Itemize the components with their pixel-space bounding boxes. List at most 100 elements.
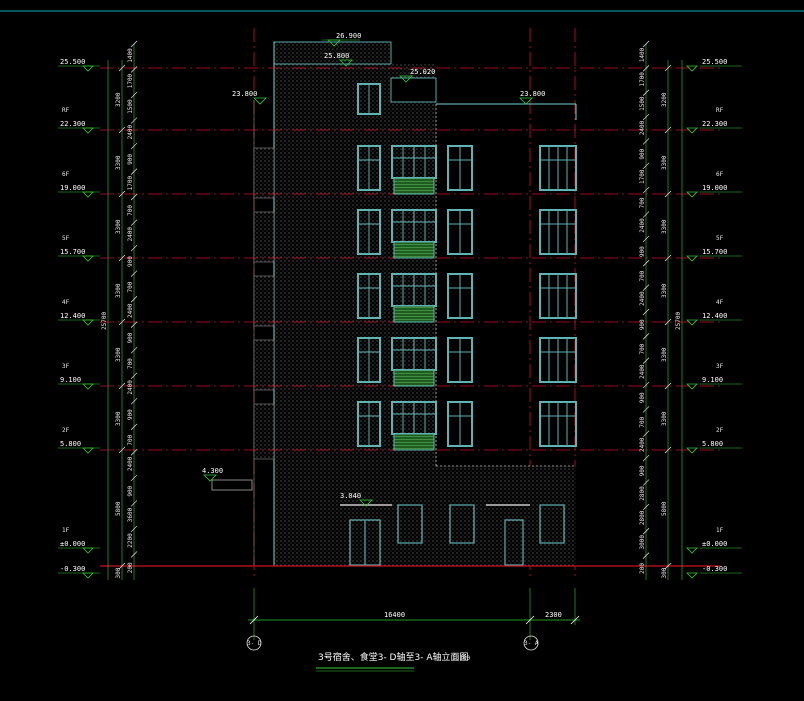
bottom-dimensions: 16400 2300 3- D 3- A — [246, 588, 580, 651]
detail-dimension: 2400 — [639, 437, 646, 452]
level-markers-left: 25.500RF22.3006F19.0005F15.7004F12.4003F… — [58, 58, 100, 579]
detail-dimension: 2400 — [127, 456, 134, 471]
floor-label: 2F — [716, 427, 724, 434]
building-body — [273, 41, 577, 566]
window-unit — [539, 273, 577, 319]
level-elevation: -0.300 — [60, 565, 85, 573]
detail-dimension: 700 — [127, 205, 134, 216]
floor-label: 4F — [716, 299, 724, 306]
story-dimension: 3300 — [661, 283, 668, 298]
dimension-chains: 3200330033003300330033005800300257001400… — [101, 40, 683, 580]
ground-floor-openings — [340, 504, 565, 566]
window-unit — [447, 145, 473, 191]
floor-label: 4F — [62, 299, 70, 306]
floor-label: 6F — [716, 171, 724, 178]
level-elevation: 9.100 — [60, 376, 81, 384]
detail-dimension: 2400 — [127, 124, 134, 139]
detail-dimension: 1500 — [127, 99, 134, 114]
story-dimension: 3200 — [115, 92, 122, 107]
detail-dimension: 900 — [639, 246, 646, 257]
level-elevation: 9.100 — [702, 376, 723, 384]
axis-label-left: 3- D — [247, 640, 262, 647]
detail-dimension: 900 — [639, 392, 646, 403]
detail-dimension: 2400 — [639, 364, 646, 379]
window-unit — [447, 337, 473, 383]
callout-roof-left: 25.800 — [324, 52, 349, 60]
detail-dimension: 900 — [127, 256, 134, 267]
detail-dimension: 900 — [127, 154, 134, 165]
detail-dimension: 1500 — [639, 96, 646, 111]
detail-dimension: 2400 — [639, 291, 646, 306]
detail-dimension: 200 — [639, 563, 646, 574]
level-elevation: ±0.000 — [60, 540, 85, 548]
story-dimension: 3300 — [115, 155, 122, 170]
level-marker: -0.300 — [686, 565, 742, 579]
detail-dimension: 900 — [127, 409, 134, 420]
story-dimension: 5800 — [115, 501, 122, 516]
detail-dimension: 900 — [127, 485, 134, 496]
window-unit — [357, 401, 381, 447]
floor-label: 1F — [62, 527, 70, 534]
roof-window — [357, 83, 381, 115]
detail-dimension: 1400 — [127, 48, 134, 63]
detail-dimension: 1700 — [127, 176, 134, 191]
detail-dimension: 1400 — [639, 47, 646, 62]
elevation-callouts: 26.900 25.800 25.020 23.800 23.800 4.300… — [202, 32, 545, 507]
detail-dimension: 1700 — [639, 72, 646, 87]
detail-dimension: 900 — [639, 465, 646, 476]
detail-dimension: 900 — [639, 148, 646, 159]
detail-dimension: 700 — [639, 197, 646, 208]
level-markers-right: 25.500RF22.3006F19.0005F15.7004F12.4003F… — [686, 58, 742, 579]
window-unit — [357, 273, 381, 319]
level-marker: 25.500 — [58, 58, 100, 72]
callout-top-roof: 26.900 — [336, 32, 361, 40]
level-elevation: 15.700 — [60, 248, 85, 256]
detail-dimension: 700 — [127, 358, 134, 369]
level-elevation: 19.000 — [60, 184, 85, 192]
detail-dimension: 900 — [127, 332, 134, 343]
window-unit — [447, 209, 473, 255]
callout-eave-left: 23.800 — [232, 90, 257, 98]
windows-group — [357, 83, 577, 451]
detail-dimension: 700 — [639, 416, 646, 427]
level-marker: 1F ±0.000 — [58, 527, 100, 554]
level-marker: 2F 5.800 — [58, 427, 100, 454]
level-elevation: 5.800 — [60, 440, 81, 448]
drawing-title: 3号宿舍、食堂3- D轴至3- A轴立面图 — [318, 651, 468, 663]
balcony-window — [391, 273, 437, 323]
detail-dimension: 700 — [639, 343, 646, 354]
floor-label: 2F — [62, 427, 70, 434]
callout-canopy-entry: 3.040 — [340, 492, 361, 500]
story-dimension: 3300 — [661, 411, 668, 426]
level-marker: 2F5.800 — [686, 427, 742, 454]
story-dimension: 3300 — [115, 411, 122, 426]
level-elevation: 22.300 — [60, 120, 85, 128]
detail-dimension: 700 — [639, 270, 646, 281]
balcony-window — [391, 337, 437, 387]
callout-roof-mid: 25.020 — [410, 68, 435, 76]
floor-label: 5F — [716, 235, 724, 242]
detail-dimension: 700 — [127, 434, 134, 445]
window-unit — [447, 401, 473, 447]
floor-label: 1F — [716, 527, 724, 534]
story-dimension: 300 — [661, 567, 668, 578]
story-dimension: 3300 — [661, 219, 668, 234]
drawing-title-block: 3号宿舍、食堂3- D轴至3- A轴立面图 1:100 — [316, 651, 470, 672]
ground-window-3 — [539, 504, 565, 544]
detail-dimension: 2400 — [127, 227, 134, 242]
level-marker: 3F9.100 — [686, 363, 742, 390]
window-unit — [539, 337, 577, 383]
callout-eave-right: 23.800 — [520, 90, 545, 98]
level-marker: 1F±0.000 — [686, 527, 742, 554]
detail-dimension: 200 — [127, 562, 134, 573]
story-dimension: 300 — [115, 567, 122, 578]
story-dimension: 3300 — [661, 155, 668, 170]
floor-label: RF — [716, 107, 724, 114]
detail-dimension: 3600 — [127, 507, 134, 522]
ground-window-1 — [397, 504, 423, 544]
